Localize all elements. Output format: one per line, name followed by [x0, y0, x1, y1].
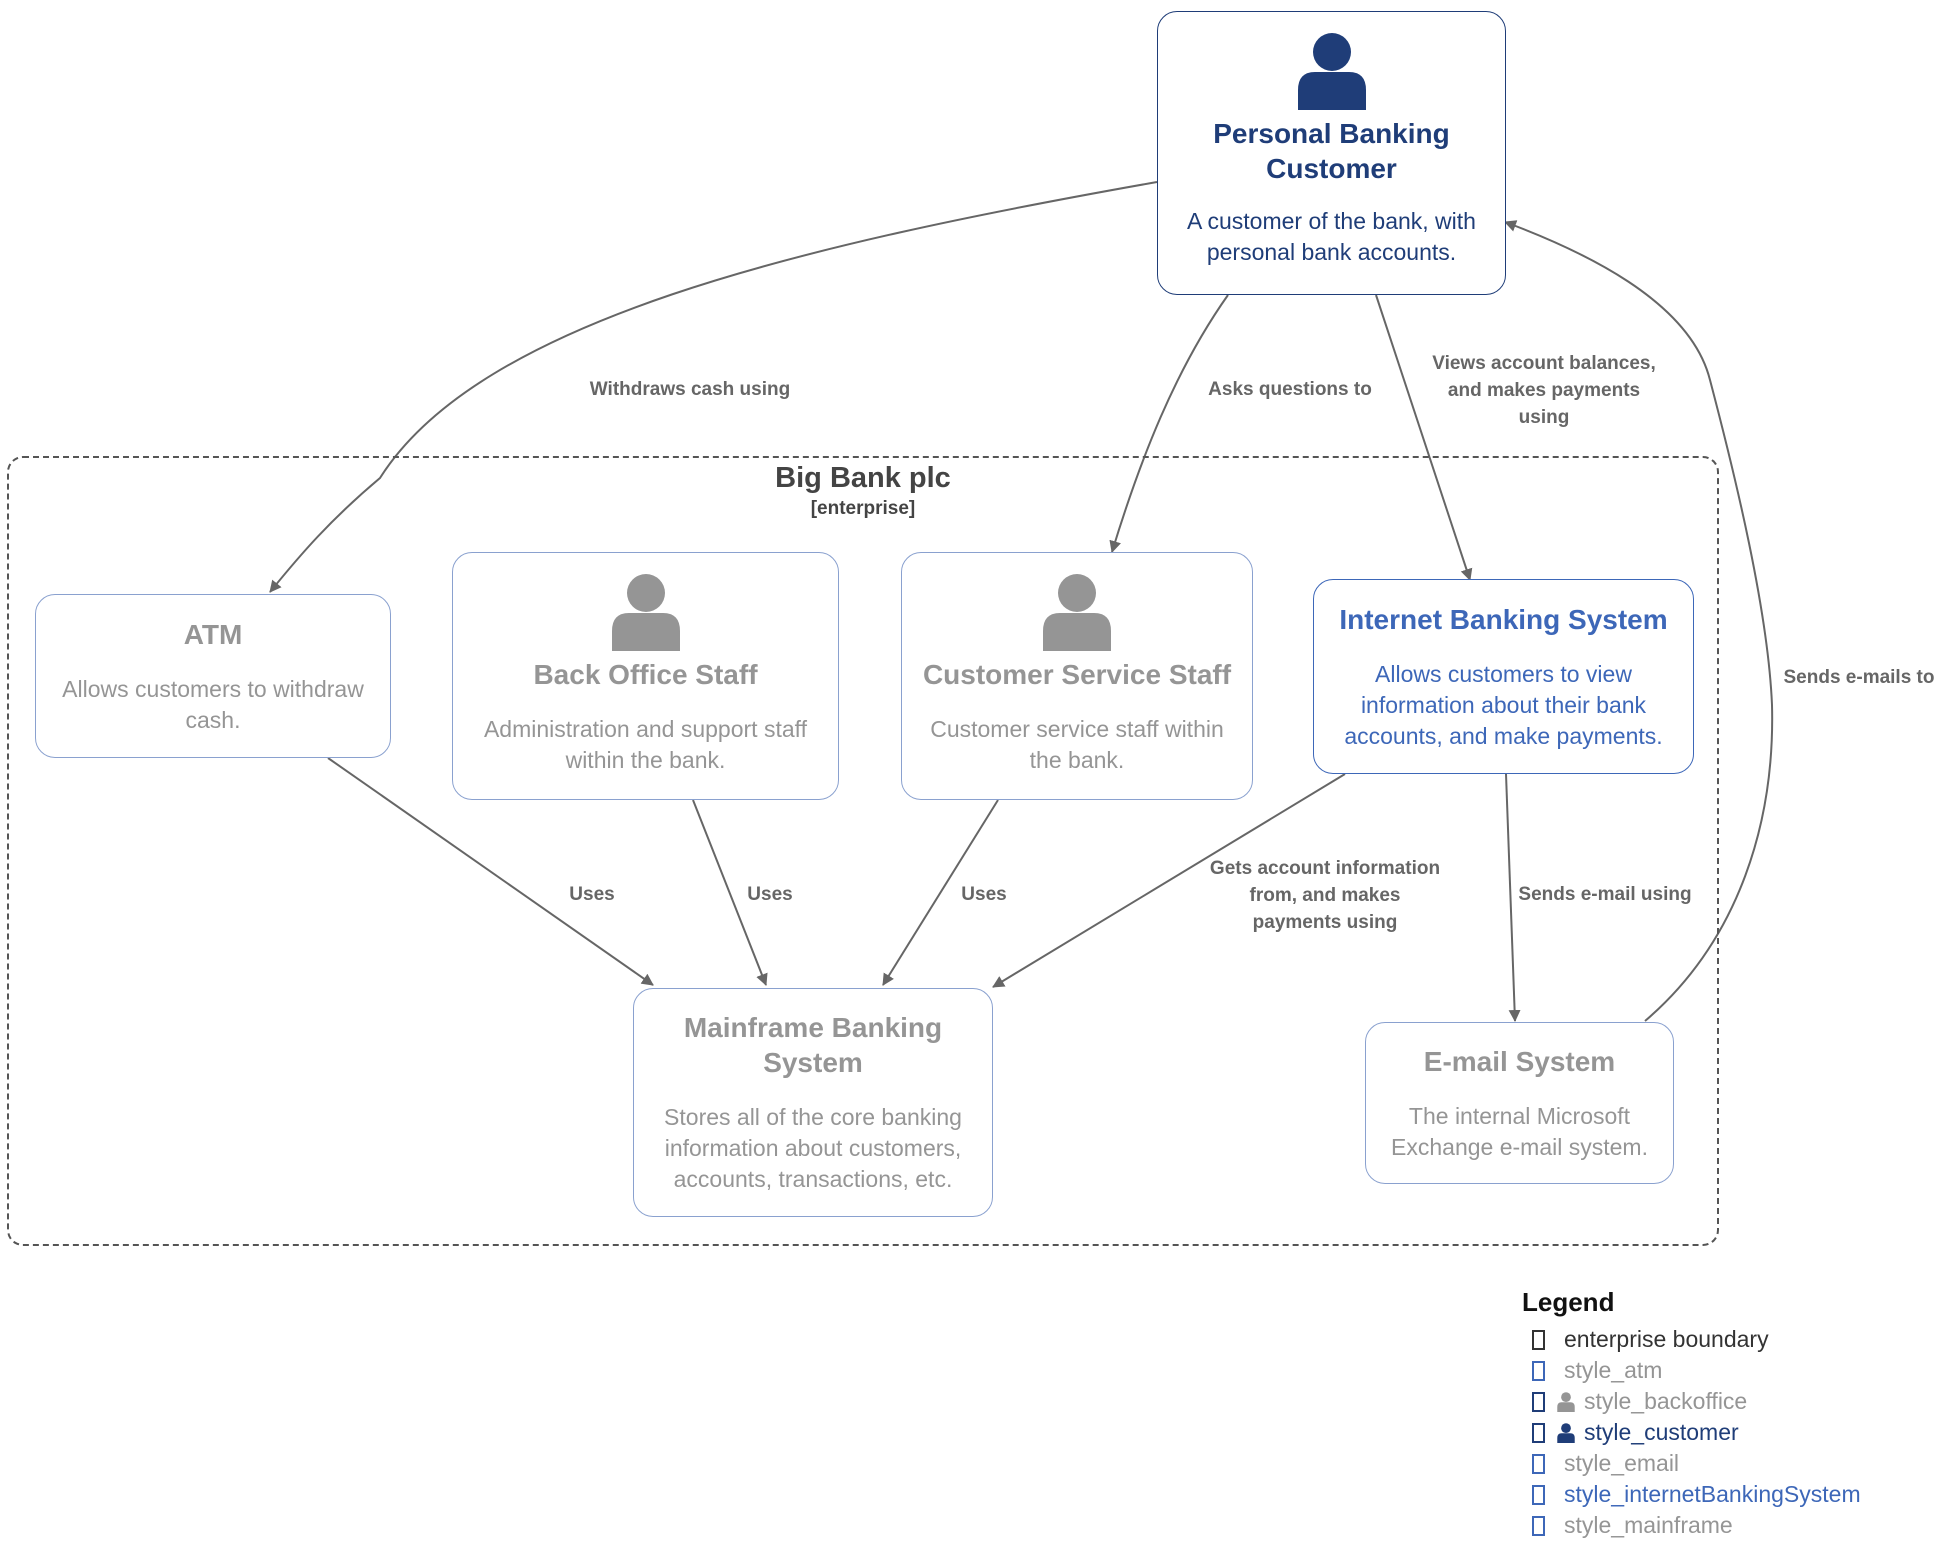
node-description: The internal Microsoft Exchange e-mail s… [1391, 1102, 1648, 1160]
legend-swatch-icon [1532, 1422, 1545, 1443]
boundary-title: Big Bank plc [775, 462, 951, 494]
node-back-office-staff[interactable]: Back Office Staff Administration and sup… [452, 552, 839, 800]
node-title: Customer Service Staff [922, 659, 1232, 690]
legend-swatch-icon [1532, 1484, 1545, 1505]
edge-label-sends-emails-to: Sends e-mails to [1783, 667, 1935, 688]
node-description: Stores all of the core banking informati… [664, 1104, 962, 1192]
edge-atm-uses [327, 757, 654, 986]
legend-item-label: enterprise boundary [1564, 1326, 1769, 1352]
person-icon [1043, 574, 1111, 651]
edge-sends-email-using [1505, 773, 1521, 1022]
edge-backoffice-uses [692, 799, 768, 986]
legend-swatch-icon [1532, 1391, 1545, 1412]
node-customer[interactable]: Personal Banking Customer A customer of … [1157, 11, 1506, 295]
node-description: Administration and support staff within … [483, 716, 808, 773]
legend-item-label: style_backoffice [1584, 1388, 1748, 1414]
legend-swatch-icon [1532, 1329, 1545, 1350]
legend-swatch-icon [1532, 1360, 1545, 1381]
legend-item-label: style_atm [1564, 1357, 1663, 1383]
edge-views-balances [1375, 294, 1473, 581]
boundary-tag: [enterprise] [810, 498, 916, 519]
edge-label-cs-uses: Uses [961, 884, 1007, 905]
edge-label-gets-account-info: Gets account information from, and makes… [1209, 858, 1441, 933]
edge-cs-uses [882, 799, 999, 986]
legend: Legend enterprise boundary style_atm sty… [1522, 1287, 1942, 1541]
legend-swatch-icon [1532, 1453, 1545, 1474]
edge-gets-account-info [992, 773, 1346, 988]
legend-item-style-email: style_email [1532, 1448, 1942, 1479]
node-customer-service-staff[interactable]: Customer Service Staff Customer service … [901, 552, 1253, 800]
node-atm[interactable]: ATM Allows customers to withdraw cash. [35, 594, 391, 758]
legend-item-style-internet-banking-system: style_internetBankingSystem [1532, 1479, 1942, 1510]
legend-item-style-mainframe: style_mainframe [1532, 1510, 1942, 1541]
legend-title: Legend [1522, 1287, 1615, 1317]
node-title: Internet Banking System [1339, 603, 1668, 635]
edge-label-withdraws: Withdraws cash using [589, 379, 791, 400]
node-title: E-mail System [1423, 1045, 1616, 1077]
legend-item-style-backoffice: style_backoffice [1532, 1386, 1942, 1417]
node-description: Customer service staff within the bank. [930, 716, 1224, 773]
node-title: ATM [183, 618, 243, 650]
node-description: A customer of the bank, with personal ba… [1187, 208, 1476, 265]
edge-asks-questions [1109, 294, 1229, 553]
edge-withdraws [269, 181, 1158, 593]
edge-label-atm-uses: Uses [569, 884, 615, 905]
edge-label-asks-questions: Asks questions to [1208, 379, 1372, 400]
legend-item-enterprise-boundary: enterprise boundary [1532, 1324, 1942, 1355]
person-icon [1297, 33, 1366, 110]
edge-sends-emails-to [1504, 220, 1774, 1022]
legend-item-label: style_email [1564, 1450, 1680, 1476]
person-icon [1557, 1391, 1575, 1412]
legend-item-style-atm: style_atm [1532, 1355, 1942, 1386]
legend-item-style-customer: style_customer [1532, 1417, 1942, 1448]
legend-item-label: style_customer [1584, 1419, 1739, 1445]
legend-item-label: style_mainframe [1564, 1512, 1733, 1538]
legend-swatch-icon [1532, 1515, 1545, 1536]
node-email-system[interactable]: E-mail System The internal Microsoft Exc… [1365, 1022, 1674, 1184]
node-title: Back Office Staff [533, 659, 758, 690]
node-title: Mainframe Banking System [683, 1012, 943, 1078]
edge-label-sends-email-using: Sends e-mail using [1518, 884, 1692, 905]
legend-item-label: style_internetBankingSystem [1564, 1481, 1861, 1507]
enterprise-boundary: Big Bank plc [enterprise] [7, 456, 1719, 1246]
edge-label-backoffice-uses: Uses [747, 884, 793, 905]
node-mainframe-banking-system[interactable]: Mainframe Banking System Stores all of t… [633, 988, 993, 1217]
node-description: Allows customers to view information abo… [1344, 660, 1663, 749]
node-title: Personal Banking Customer [1213, 118, 1450, 184]
node-internet-banking-system[interactable]: Internet Banking System Allows customers… [1313, 579, 1694, 774]
person-icon [611, 574, 680, 651]
person-icon [1557, 1422, 1575, 1443]
node-description: Allows customers to withdraw cash. [62, 675, 364, 733]
edge-label-views-balances: Views account balances, and makes paymen… [1432, 353, 1656, 428]
